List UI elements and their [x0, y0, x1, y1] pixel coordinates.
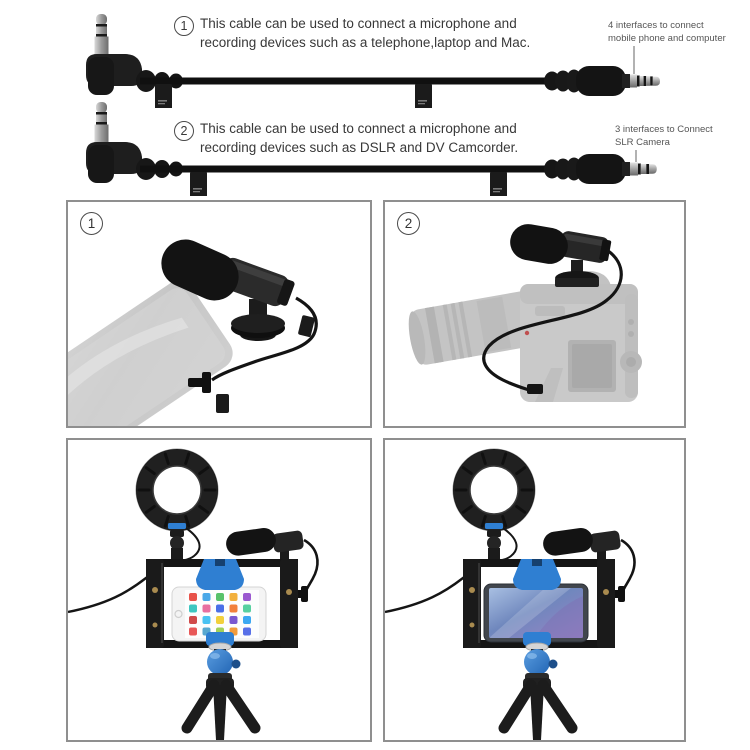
brand-label — [168, 523, 186, 529]
panel-number-2: 2 — [397, 212, 420, 235]
microphone — [226, 528, 304, 561]
note-1-line-2: mobile phone and computer — [608, 32, 726, 44]
brand-label — [485, 523, 503, 529]
instruction-2-line-1: This cable can be used to connect a micr… — [200, 121, 517, 136]
microphone — [543, 528, 621, 561]
panel-number-1: 1 — [80, 212, 103, 235]
instruction-1-line-1: This cable can be used to connect a micr… — [200, 16, 517, 31]
instruction-2: 2 This cable can be used to connect a mi… — [174, 120, 518, 157]
trrs-4-pole-cable-icon — [86, 14, 660, 108]
mic-cable — [482, 248, 623, 392]
cable-cord — [136, 158, 552, 196]
phone-clamp — [196, 559, 244, 646]
ball-head — [524, 642, 558, 681]
callout-note-2: 3 interfaces to Connect SLR Camera — [615, 124, 713, 149]
right-angle-plug-icon — [188, 315, 315, 413]
panel-mic-with-phone: 1 — [66, 200, 372, 428]
cable-plug — [527, 384, 543, 394]
smartphone-android — [483, 583, 589, 643]
trs-3-pole-cable-icon — [86, 102, 657, 196]
mini-tripod — [181, 678, 261, 740]
circled-number-1: 1 — [174, 16, 194, 36]
ball-head — [207, 642, 241, 681]
right-angle-plug-icon — [86, 14, 142, 95]
microphone-mounted-on-dslr-icon — [408, 224, 642, 402]
circled-number-2: 2 — [174, 121, 194, 141]
note-2-line-2: SLR Camera — [615, 136, 670, 148]
app-icons — [189, 593, 251, 636]
ring-light — [135, 448, 219, 562]
mic-cable — [620, 538, 636, 590]
mini-tripod — [498, 678, 578, 740]
callout-note-1: 4 interfaces to connect mobile phone and… — [608, 20, 726, 45]
panel-vlog-rig-iphone — [66, 438, 372, 742]
instruction-1: 1 This cable can be used to connect a mi… — [174, 15, 530, 52]
microphone — [161, 239, 295, 341]
note-1-line-1: 4 interfaces to connect — [608, 20, 704, 31]
microphone — [510, 224, 612, 287]
right-angle-plug-icon — [86, 102, 142, 183]
panel-vlog-rig-android — [383, 438, 686, 742]
microphone-plugged-into-smartphone-icon — [68, 239, 318, 426]
panel-mic-with-dslr: 2 — [383, 200, 686, 428]
mic-cable — [303, 538, 319, 590]
straight-plug-4-pole-icon — [544, 66, 660, 96]
ghost-smartphone — [68, 280, 233, 426]
ghost-dslr-camera — [408, 271, 642, 402]
instruction-2-line-2: recording devices such as DSLR and DV Ca… — [200, 139, 519, 155]
vlog-rig-ring-light-iphone-icon — [68, 448, 319, 740]
instruction-1-line-2: recording devices such as a telephone,la… — [200, 34, 531, 50]
vlog-rig-ring-light-android-icon — [385, 448, 636, 740]
ring-light — [452, 448, 536, 562]
phone-clamp — [513, 559, 561, 646]
mic-cable — [211, 296, 318, 382]
note-2-line-1: 3 interfaces to Connect — [615, 124, 713, 135]
cable-cord — [136, 70, 552, 108]
straight-plug-3-pole-icon — [544, 154, 657, 184]
